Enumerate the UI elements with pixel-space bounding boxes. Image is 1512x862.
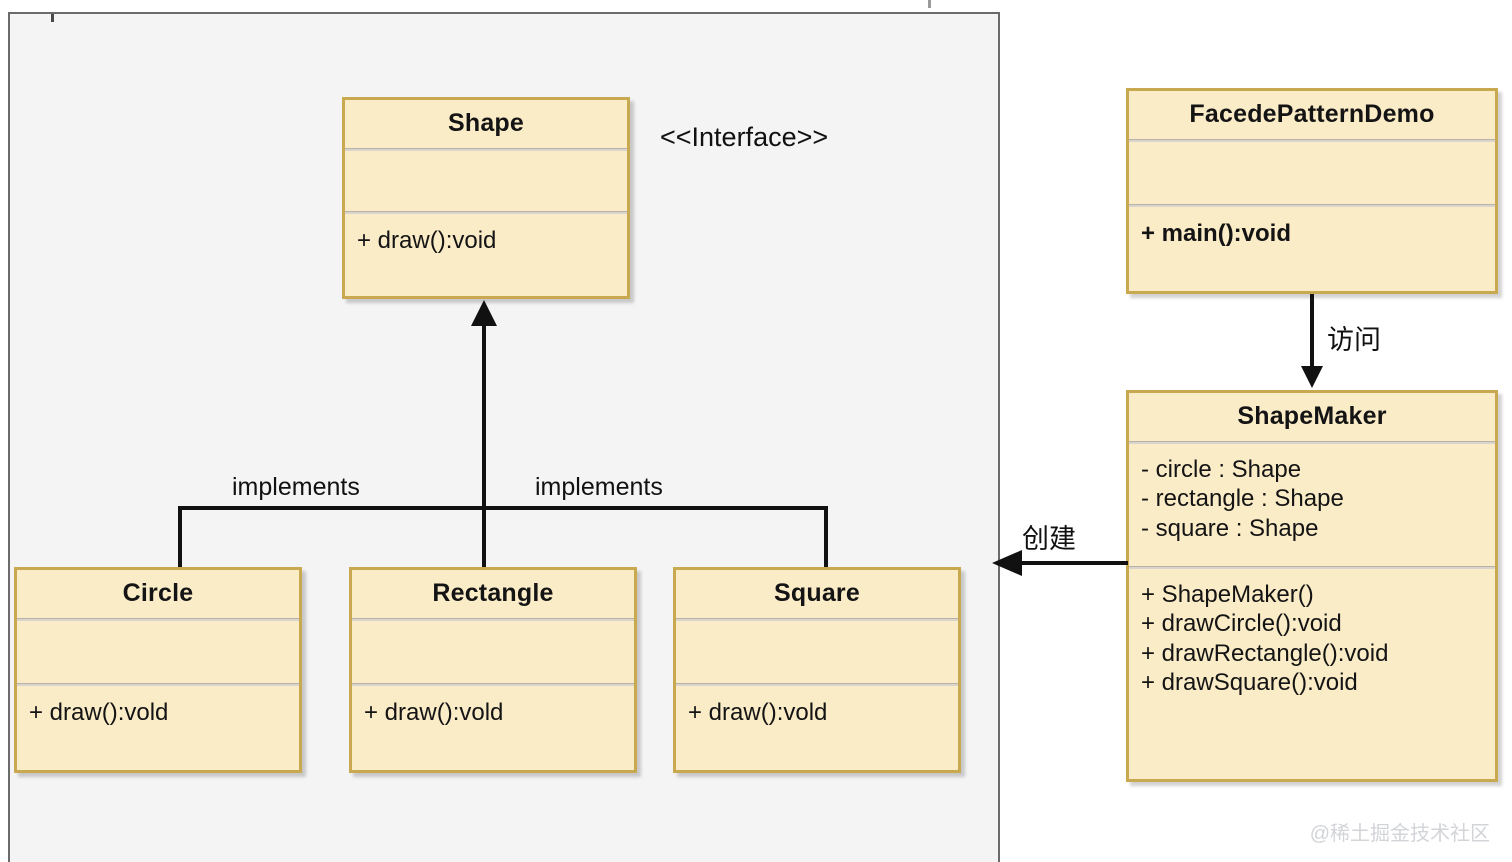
uml-method-row: + main():void (1141, 220, 1292, 247)
uml-class-circle-methods: + draw():vold (17, 686, 299, 733)
uml-method-row: + drawRectangle():void (1141, 639, 1389, 667)
dependency-arrowhead-shapemaker (1301, 366, 1323, 388)
edge-label-circle-implements: implements (232, 473, 360, 501)
uml-class-shape-attributes (345, 151, 627, 211)
uml-class-circle-attributes (17, 621, 299, 683)
edge-label-demo-uses-shapemaker: 访问 (1327, 325, 1381, 355)
uml-class-square-attributes (676, 621, 958, 683)
uml-class-square-name: Square (774, 579, 860, 607)
uml-class-circle[interactable]: Circle + draw():vold (14, 567, 302, 773)
uml-compartment-separator (1129, 204, 1495, 207)
uml-method-row: + drawSquare():void (1141, 668, 1358, 696)
uml-attribute-row: - square : Shape (1141, 514, 1319, 542)
uml-compartment-separator (17, 683, 299, 686)
uml-method-row: + draw():void (357, 227, 497, 254)
uml-class-rectangle-name: Rectangle (432, 579, 554, 607)
uml-class-rectangle[interactable]: Rectangle + draw():vold (349, 567, 637, 773)
edge-label-shapemaker-creates: 创建 (1022, 524, 1076, 554)
uml-class-circle-name: Circle (122, 579, 194, 607)
inheritance-line-vertical-trunk (482, 324, 486, 569)
watermark-text: @稀土掘金技术社区 (1309, 823, 1490, 845)
uml-class-square[interactable]: Square + draw():vold (673, 567, 961, 773)
uml-class-shapemaker-methods: + ShapeMaker() + drawCircle():void + dra… (1129, 569, 1495, 703)
inheritance-arrowhead-shape (471, 300, 497, 326)
inheritance-line-to-square (824, 506, 828, 569)
uml-compartment-separator (1129, 139, 1495, 142)
uml-compartment-separator (676, 618, 958, 621)
uml-method-row: + ShapeMaker() (1141, 581, 1314, 608)
uml-compartment-separator (352, 618, 634, 621)
create-arrowhead-left (992, 550, 1022, 576)
uml-method-row: + draw():vold (688, 699, 828, 726)
panel-tick-mark-left (51, 14, 54, 22)
uml-class-facede-pattern-demo-attributes (1129, 142, 1495, 204)
uml-class-square-methods: + draw():vold (676, 686, 958, 733)
uml-compartment-separator (676, 683, 958, 686)
uml-class-facede-pattern-demo-name: FacedePatternDemo (1189, 100, 1435, 128)
inheritance-connector-horizontal (178, 506, 828, 510)
uml-attribute-row: - circle : Shape (1141, 456, 1302, 483)
uml-compartment-separator (17, 618, 299, 621)
uml-class-shape[interactable]: Shape + draw():void (342, 97, 630, 299)
panel-tick-mark-right (928, 0, 931, 8)
uml-class-shapemaker-name: ShapeMaker (1237, 402, 1387, 430)
stereotype-interface-label: <<Interface>> (660, 122, 829, 152)
uml-class-rectangle-methods: + draw():vold (352, 686, 634, 733)
uml-compartment-separator (345, 211, 627, 214)
uml-class-shapemaker[interactable]: ShapeMaker - circle : Shape - rectangle … (1126, 390, 1498, 782)
uml-class-facede-pattern-demo[interactable]: FacedePatternDemo + main():void (1126, 88, 1498, 294)
uml-compartment-separator (1129, 566, 1495, 569)
inheritance-line-to-circle (178, 506, 182, 569)
uml-method-row: + draw():vold (29, 699, 169, 726)
create-line-shapemaker-to-shapes (1020, 561, 1128, 565)
uml-compartment-separator (1129, 441, 1495, 444)
edge-label-square-implements: implements (535, 473, 663, 501)
uml-compartment-separator (352, 683, 634, 686)
dependency-line-demo-to-shapemaker (1310, 294, 1314, 370)
uml-method-row: + drawCircle():void (1141, 610, 1342, 638)
uml-class-shape-name: Shape (447, 109, 525, 137)
uml-class-rectangle-attributes (352, 621, 634, 683)
uml-method-row: + draw():vold (364, 699, 504, 726)
uml-compartment-separator (345, 148, 627, 151)
uml-attribute-row: - rectangle : Shape (1141, 485, 1344, 513)
uml-class-facede-pattern-demo-methods: + main():void (1129, 207, 1495, 254)
uml-class-shapemaker-attributes: - circle : Shape - rectangle : Shape - s… (1129, 444, 1495, 566)
uml-class-shape-methods: + draw():void (345, 214, 627, 261)
